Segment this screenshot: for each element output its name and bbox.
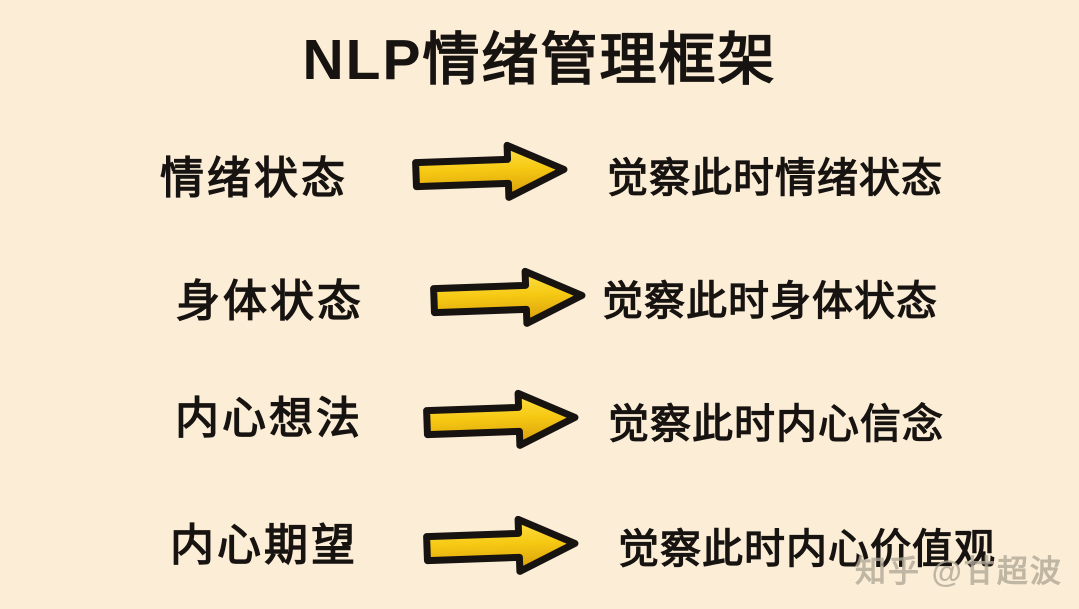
framework-row-inner-expectations: 内心期望 觉察此时内心价值观 [0,501,1079,575]
row-left-label: 身体状态 [176,277,364,326]
row-right-label: 觉察此时情绪状态 [607,155,943,201]
row-left-label: 内心想法 [175,394,363,443]
watermark: 知乎 @甘超波 [855,554,1063,589]
right-arrow-icon [420,385,582,455]
right-arrow-icon [420,511,582,581]
framework-row-emotion-state: 情绪状态 觉察此时情绪状态 [0,134,1079,206]
row-right-label: 觉察此时身体状态 [602,278,938,324]
framework-row-body-state: 身体状态 觉察此时身体状态 [0,257,1079,329]
framework-row-inner-thoughts: 内心想法 觉察此时内心信念 [0,374,1079,449]
right-arrow-icon [427,263,589,333]
row-left-label: 内心期望 [170,521,358,570]
row-left-label: 情绪状态 [160,154,348,203]
right-arrow-icon [409,137,571,207]
page-title: NLP情绪管理框架 [302,28,777,92]
row-right-label: 觉察此时内心信念 [608,401,944,447]
row-right-label: 觉察此时内心价值观 [618,526,996,572]
